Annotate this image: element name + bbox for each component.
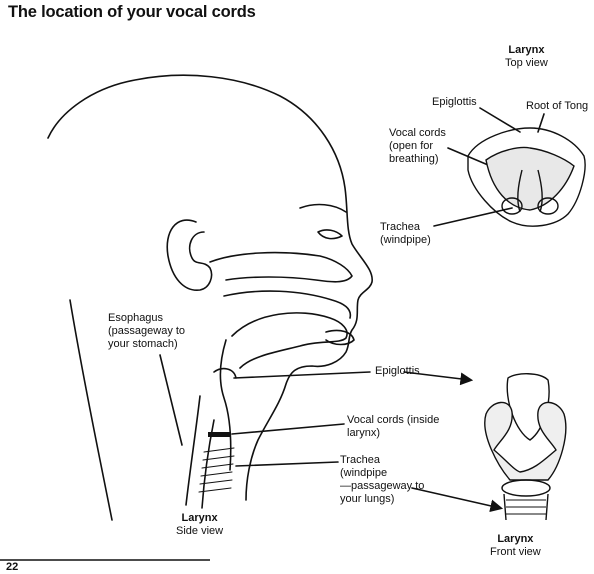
trachea-top-label: Trachea (windpipe) bbox=[380, 221, 431, 247]
trachea-top-line-2: (windpipe) bbox=[380, 234, 431, 247]
eyebrow bbox=[300, 205, 346, 212]
leader-epiglottis-top bbox=[480, 108, 520, 132]
vocal-cords-open-line-2: (open for bbox=[389, 140, 446, 153]
eye bbox=[318, 230, 342, 239]
vocal-cords-marker bbox=[208, 432, 230, 437]
tongue bbox=[232, 313, 347, 368]
trachea-side-line-1: Trachea bbox=[340, 454, 424, 467]
larynx-top-title: Larynx bbox=[505, 44, 548, 57]
leader-trachea-top bbox=[434, 208, 512, 226]
larynx-front-view bbox=[485, 374, 566, 520]
pharynx bbox=[220, 340, 230, 470]
vocal-cords-open-label: Vocal cords (open for breathing) bbox=[389, 127, 446, 166]
epiglottis-top-label: Epiglottis bbox=[432, 96, 477, 109]
larynx-side-sub: Side view bbox=[176, 525, 223, 537]
vocal-cords-inside-line-1: Vocal cords (inside bbox=[347, 414, 439, 427]
trachea-top-line-1: Trachea bbox=[380, 221, 431, 234]
esophagus-tube bbox=[186, 396, 200, 505]
larynx-top-sub: Top view bbox=[505, 57, 548, 69]
leader-esophagus bbox=[160, 355, 182, 445]
larynx-front-label: Larynx Front view bbox=[490, 533, 541, 559]
larynx-side-title: Larynx bbox=[176, 512, 223, 525]
vocal-cords-open-line-1: Vocal cords bbox=[389, 127, 446, 140]
trachea-side-line-3: —passageway to bbox=[340, 480, 424, 493]
leader-vocal-cords-inside bbox=[232, 424, 344, 434]
epiglottis-side bbox=[214, 369, 236, 378]
larynx-front-title: Larynx bbox=[490, 533, 541, 546]
esophagus-line-3: your stomach) bbox=[108, 338, 185, 351]
trachea-side-line-4: your lungs) bbox=[340, 493, 424, 506]
vocal-cords-inside-line-2: larynx) bbox=[347, 427, 439, 440]
neck-back-line bbox=[70, 300, 112, 520]
larynx-front-sub: Front view bbox=[490, 546, 541, 558]
ear bbox=[167, 220, 211, 290]
nasal-cavity bbox=[210, 253, 352, 282]
vocal-cords-open-line-3: breathing) bbox=[389, 153, 446, 166]
leader-epiglottis-side bbox=[234, 372, 370, 378]
root-of-tongue-label: Root of Tong bbox=[526, 100, 588, 113]
trachea-side-line-2: (windpipe bbox=[340, 467, 424, 480]
esophagus-line-1: Esophagus bbox=[108, 312, 185, 325]
larynx-top-label: Larynx Top view bbox=[505, 44, 548, 70]
larynx-top-view bbox=[468, 128, 585, 226]
larynx-side-label: Larynx Side view bbox=[176, 512, 223, 538]
page-number: 22 bbox=[6, 561, 18, 573]
esophagus-line-2: (passageway to bbox=[108, 325, 185, 338]
trachea-side-label: Trachea (windpipe —passageway to your lu… bbox=[340, 454, 424, 506]
epiglottis-side-label: Epiglottis bbox=[375, 365, 420, 378]
vocal-cords-inside-label: Vocal cords (inside larynx) bbox=[347, 414, 439, 440]
leader-trachea-side bbox=[236, 462, 338, 466]
leader-trachea-front bbox=[412, 488, 500, 508]
esophagus-label: Esophagus (passageway to your stomach) bbox=[108, 312, 185, 351]
